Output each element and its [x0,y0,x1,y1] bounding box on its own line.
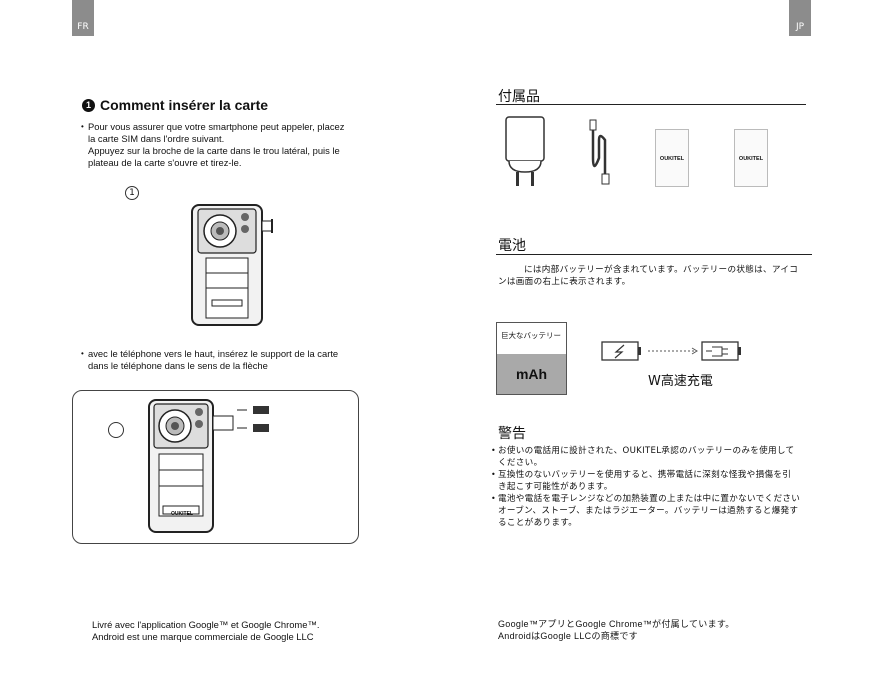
footer-line: Google™アプリとGoogle Chrome™が付属しています。 [498,619,735,629]
sim-insert-panel [72,390,359,544]
warning-line: ください。 [498,458,543,468]
warning-line: オーブン、ストーブ、またはラジエーター。バッテリーは過熱すると爆発す [498,506,799,516]
card-brand-label: OUKITEL [738,156,764,162]
accessories-title: 付属品 [498,89,540,105]
charger-icon [505,116,545,186]
warning-line: き起こす可能性があります。 [498,482,613,492]
phone-sim-insert-illustration [148,399,269,533]
language-tab-label: JP [795,22,805,32]
footer-line: Livré avec l'application Google™ et Goog… [92,619,320,630]
accessories-rule [496,104,806,105]
instruction-paragraph-2: avec le téléphone vers le haut, insérez … [88,348,338,372]
phone-brand-label: OUKITEL [171,511,193,517]
instruction-line: la carte SIM dans l'ordre suivant. [88,133,225,144]
section-heading: 1 Comment insérer la carte [82,97,268,113]
step-1-label: 1 [129,188,135,198]
instruction-line: avec le téléphone vers le haut, insérez … [88,348,338,360]
warranty-card: OUKITEL [734,129,768,187]
battery-box-capacity: mAh [497,354,566,394]
instruction-line: Appuyez sur la broche de la carte dans l… [88,145,340,156]
right-footer: Google™アプリとGoogle Chrome™が付属しています。 Andro… [498,618,735,642]
footer-line: Android est une marque commerciale de Go… [92,631,314,642]
battery-line: には内部バッテリーが含まれています。バッテリーの状態は、アイコ [524,265,799,275]
instruction-line: plateau de la carte s'ouvre et tirez-le. [88,157,242,168]
warning-title: 警告 [498,426,526,442]
battery-capacity-box: 巨大なバッテリー mAh [496,322,567,395]
instruction-line: Pour vous assurer que votre smartphone p… [88,121,344,133]
warning-line: 互換性のないバッテリーを使用すると、携帯電話に深刻な怪我や損傷を引 [498,469,800,481]
instruction-paragraph-1: Pour vous assurer que votre smartphone p… [88,121,344,169]
footer-line: AndroidはGoogle LLCの商標です [498,631,638,641]
battery-title: 電池 [498,238,526,254]
card-brand-label: OUKITEL [659,156,685,162]
battery-rule [496,254,812,255]
step-1-marker: 1 [125,186,139,200]
usb-cable-icon [589,119,610,185]
warning-line: ることがあります。 [498,518,578,528]
page-title: Comment insérer la carte [100,97,269,113]
section-number-badge: 1 [82,98,95,112]
step-2-marker [108,422,124,438]
language-tab-jp: JP [789,0,811,36]
warning-list: お使いの電話用に設計された、OUKITEL承認のバッテリーのみを使用して くださ… [498,445,800,529]
battery-box-top-label: 巨大なバッテリー [501,331,561,340]
battery-line: ンは画面の右上に表示されます。 [498,277,631,287]
left-footer: Livré avec l'application Google™ et Goog… [92,619,319,643]
instruction-line: dans le téléphone dans le sens de la flè… [88,360,268,371]
warning-line: お使いの電話用に設計された、OUKITEL承認のバッテリーのみを使用して [498,445,800,457]
phone-sim-eject-illustration [191,204,273,326]
charging-diagram [601,341,741,361]
language-tab-fr: FR [72,0,94,36]
quick-guide-card: OUKITEL [655,129,689,187]
language-tab-label: FR [77,22,89,32]
warning-line: 電池や電話を電子レンジなどの加熱装置の上または中に置かないでください [498,493,800,505]
battery-description: には内部バッテリーが含まれています。バッテリーの状態は、アイコ ンは画面の右上に… [498,264,798,288]
fast-charge-label: W高速充電 [648,374,713,389]
